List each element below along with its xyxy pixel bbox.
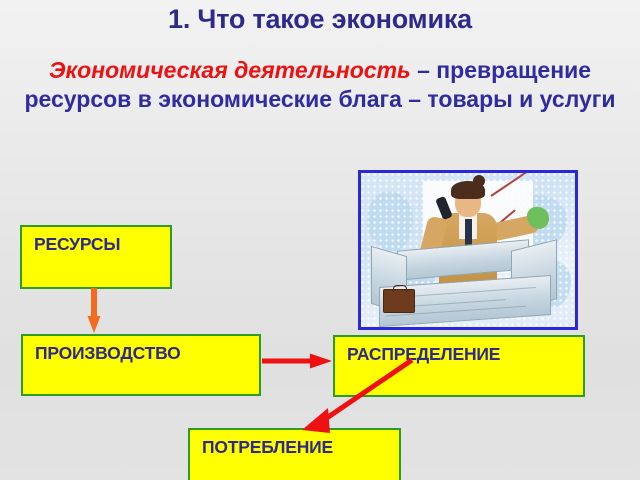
subtitle-highlight: Экономическая деятельность [48,57,411,83]
briefcase-icon [383,285,415,313]
arrow-distribution-to-consumption-icon [302,358,414,433]
businessman-hair [473,175,485,187]
subtitle-rest: – превращение ресурсов в экономические б… [24,57,616,112]
businessman-illustration [358,170,578,330]
flow-box-production[interactable]: ПРОИЗВОДСТВО [21,334,261,396]
flow-box-resources[interactable]: РЕСУРСЫ [20,225,172,289]
businessman-tie [465,219,472,259]
flow-box-consumption[interactable]: ПОТРЕБЛЕНИЕ [188,428,401,480]
arrow-production-to-distribution-icon [262,353,332,369]
flow-box-distribution[interactable]: РАСПРЕДЕЛЕНИЕ [333,335,585,397]
money-bundle-icon [527,207,549,229]
subtitle-text: Экономическая деятельность – превращение… [18,56,622,114]
page-title: 1. Что такое экономика [168,4,472,34]
arrow-resources-to-production-icon [87,288,101,333]
